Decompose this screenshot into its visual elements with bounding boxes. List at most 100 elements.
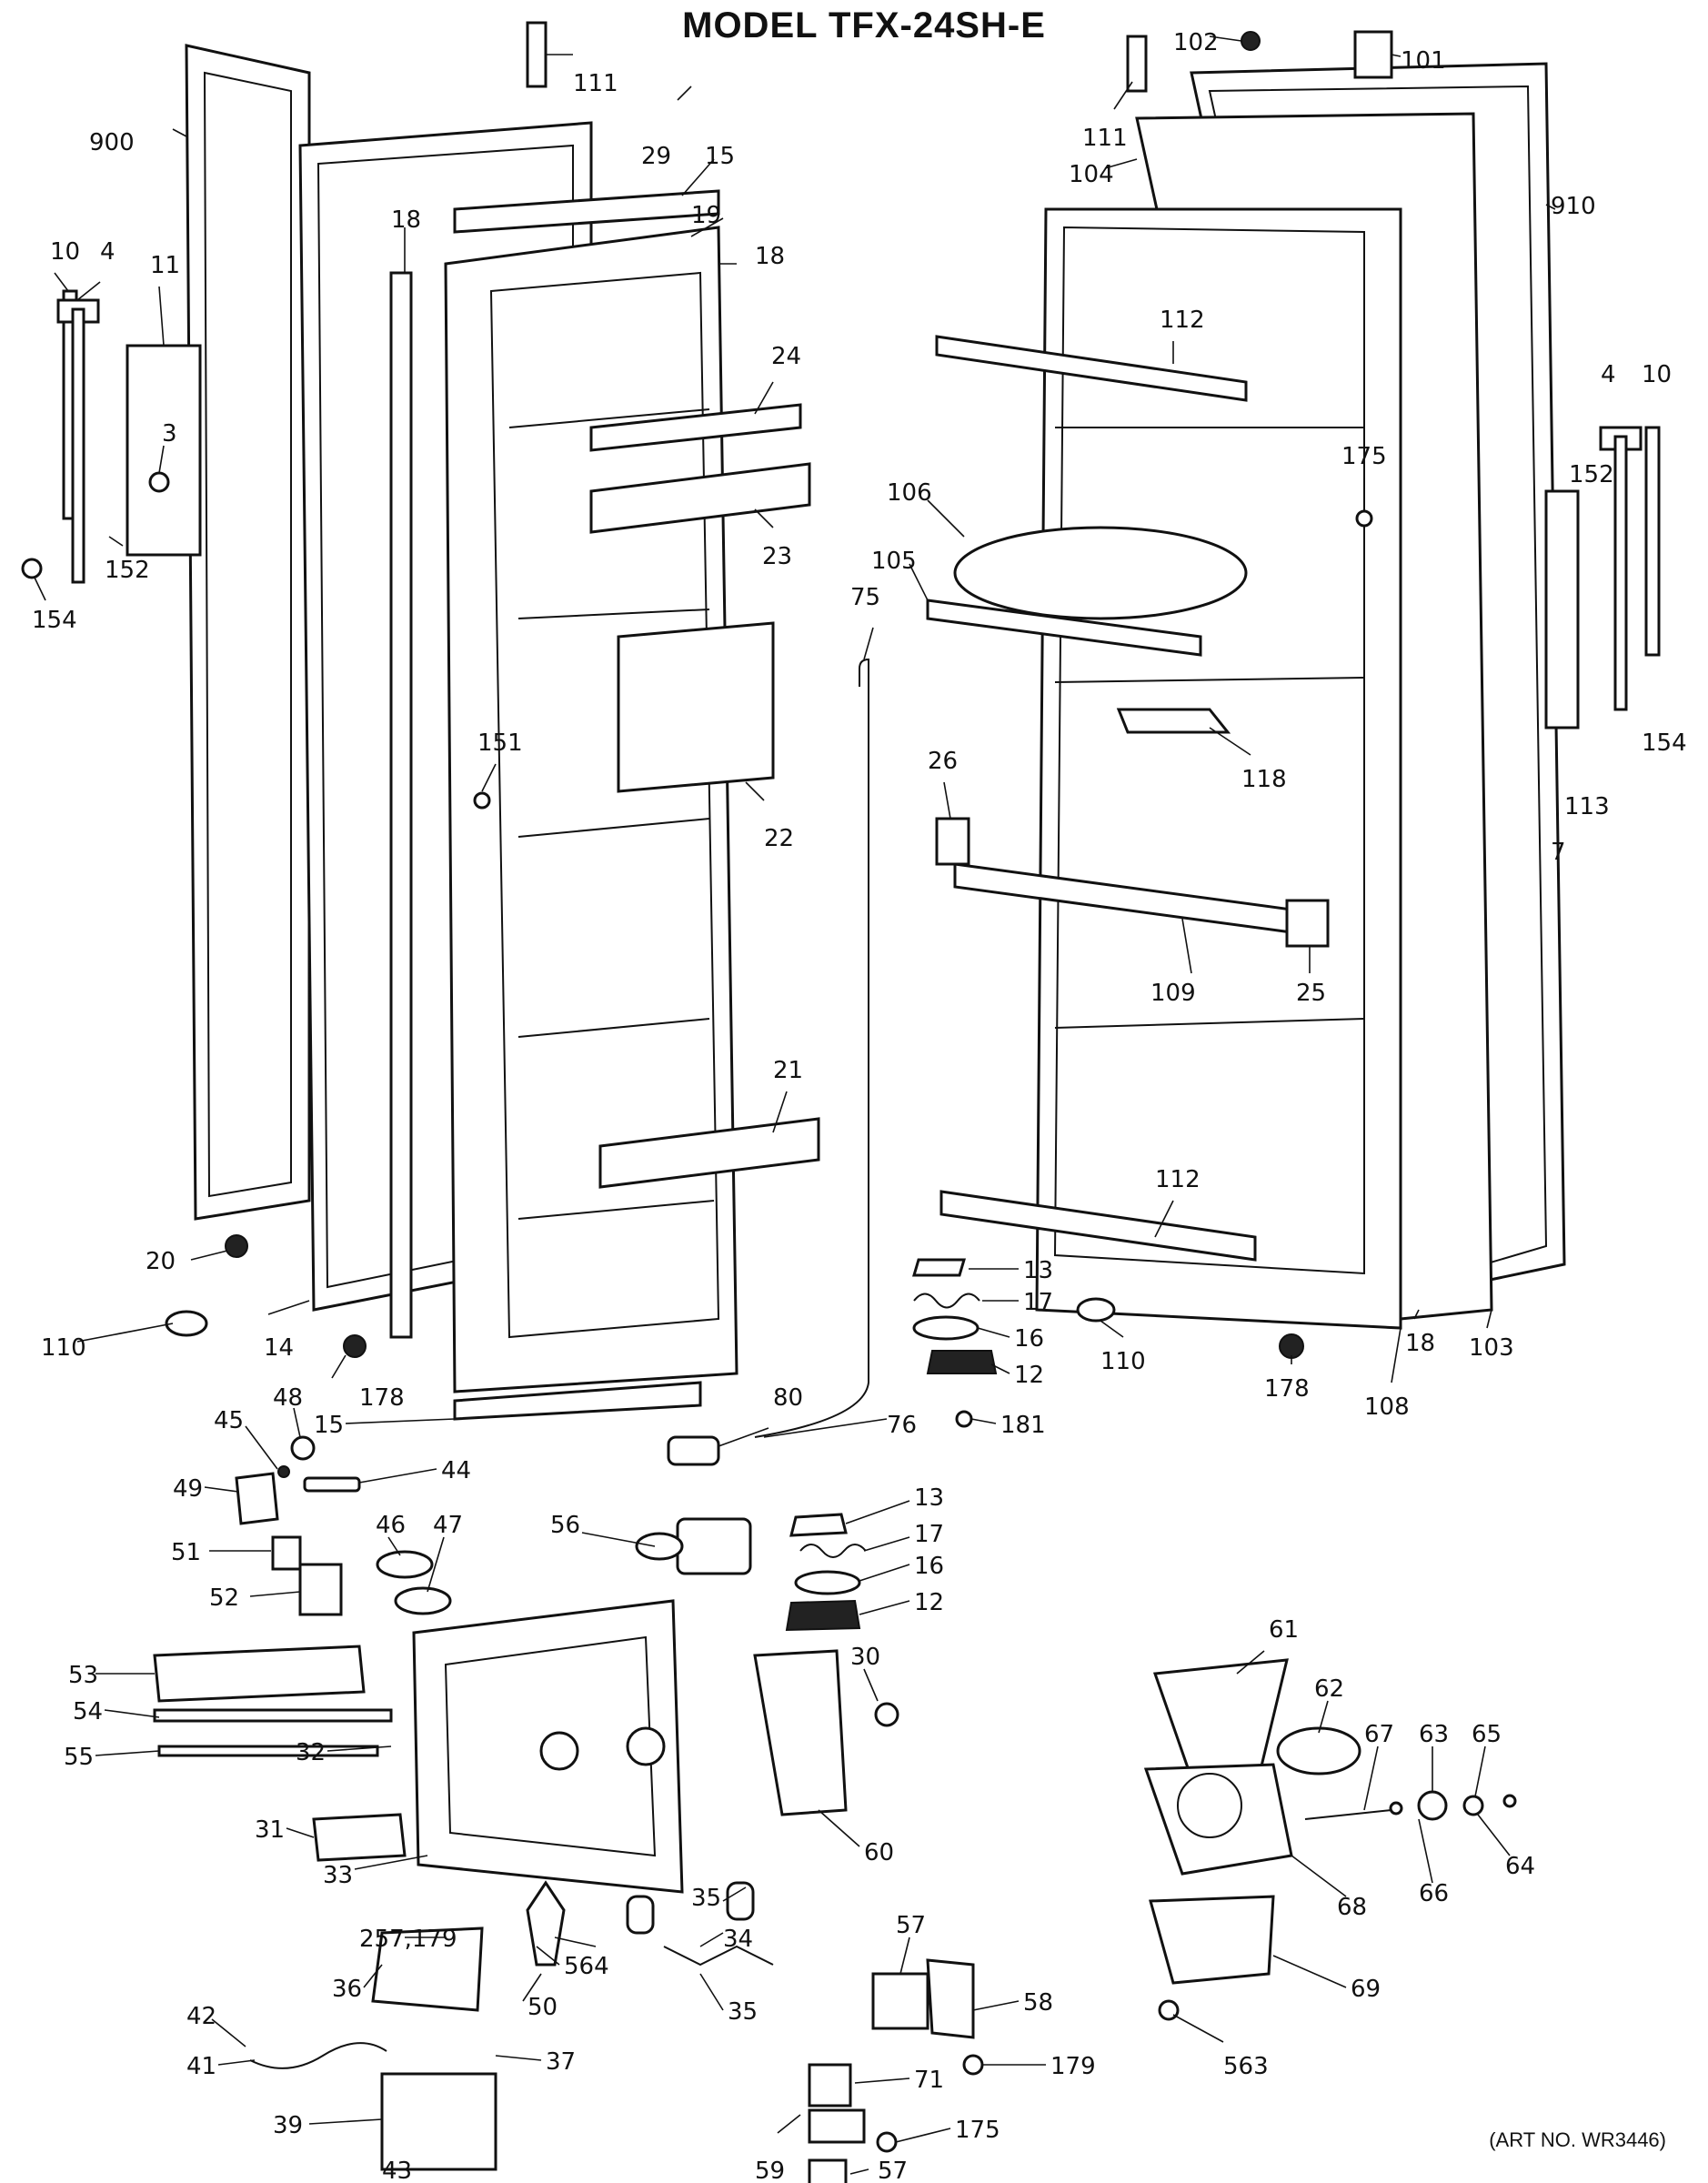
callout-label: 102: [1173, 29, 1219, 56]
callout-label: 178: [1264, 1375, 1310, 1403]
callout-label: 113: [1564, 793, 1610, 820]
callout-label: 58: [1023, 1989, 1053, 2017]
callout-label: 110: [41, 1334, 86, 1362]
callout-label: 76: [887, 1412, 917, 1439]
model-title: MODEL TFX-24SH-E: [682, 5, 1046, 45]
callout-label: 47: [433, 1512, 463, 1539]
callout-label: 106: [887, 479, 932, 507]
callout-label: 152: [1569, 461, 1614, 488]
freezer-door-hardware: [21, 289, 491, 1358]
callout-label: 112: [1155, 1166, 1201, 1193]
callout-label: 104: [1069, 161, 1114, 188]
callout-label: 175: [955, 2117, 1000, 2144]
callout-label: 101: [1401, 47, 1446, 75]
hinge-pin: [526, 21, 548, 88]
callout-label: 39: [273, 2112, 303, 2139]
callout-label: 30: [850, 1644, 880, 1671]
callout-label: 15: [314, 1412, 344, 1439]
callout-label: 16: [914, 1553, 944, 1580]
callout-label: 14: [264, 1334, 294, 1362]
ice-dispenser-assembly: [1143, 1658, 1517, 2021]
callout-label: 43: [382, 2158, 412, 2183]
callout-label: 35: [728, 1998, 758, 2026]
callout-label: 66: [1419, 1880, 1449, 1907]
callout-label: 22: [764, 825, 794, 852]
callout-label: 62: [1314, 1675, 1344, 1703]
callout-label: 179: [1050, 2053, 1096, 2080]
callout-label: 118: [1241, 766, 1287, 793]
callout-label: 16: [1014, 1325, 1044, 1353]
callout-label: 19: [691, 202, 721, 229]
callout-label: 18: [755, 243, 785, 270]
callout-label: 13: [914, 1484, 944, 1512]
callout-label: 35: [691, 1885, 721, 1912]
callout-label: 57: [878, 2158, 908, 2183]
callout-label: 103: [1469, 1334, 1514, 1362]
callout-label: 25: [1296, 980, 1326, 1007]
callout-label: 18: [1405, 1330, 1435, 1357]
callout-label: 53: [68, 1662, 98, 1689]
callout-label: 75: [850, 584, 880, 611]
callout-label: 910: [1551, 193, 1596, 220]
callout-label: 111: [1082, 125, 1128, 152]
callout-label: 23: [762, 543, 792, 570]
callout-label: 29: [641, 143, 671, 170]
callout-label: 12: [914, 1589, 944, 1616]
callout-label: 68: [1337, 1894, 1367, 1921]
callout-label: 154: [1642, 729, 1687, 757]
callout-labels: 900 111 29 15 19 18 18 10 4 11 3 152 154…: [32, 29, 1687, 2183]
art-number: (ART NO. WR3446): [1489, 2128, 1666, 2151]
callout-label: 108: [1364, 1393, 1410, 1421]
callout-label: 7: [1551, 839, 1566, 866]
callout-label: 32: [296, 1739, 326, 1766]
callout-label: 63: [1419, 1721, 1449, 1748]
dispenser-parts-left: [153, 1435, 452, 1862]
callout-label: 48: [273, 1384, 303, 1412]
hinge-parts-upper: [911, 1258, 998, 1428]
callout-label: 10: [1642, 361, 1672, 388]
callout-label: 152: [105, 557, 150, 584]
callout-label: 80: [773, 1384, 803, 1412]
fresh-food-shelves: [926, 335, 1293, 1262]
leader-lines: [34, 35, 1556, 2175]
water-tube: [754, 658, 869, 1438]
callout-label: 51: [171, 1539, 201, 1566]
callout-label: 56: [550, 1512, 580, 1539]
dispenser-housing: [412, 1599, 684, 1894]
callout-label: 60: [864, 1839, 894, 1866]
callout-label: 4: [100, 238, 116, 266]
callout-label: 50: [527, 1994, 558, 2021]
callout-label: 54: [73, 1698, 103, 1725]
callout-label: 20: [146, 1248, 176, 1275]
callout-label: 55: [64, 1744, 94, 1771]
callout-label: 151: [477, 729, 523, 757]
callout-label: 112: [1160, 307, 1205, 334]
callout-label: 15: [705, 143, 735, 170]
callout-label: 67: [1364, 1721, 1394, 1748]
callout-label: 154: [32, 607, 77, 634]
callout-label: 64: [1505, 1853, 1535, 1880]
callout-label: 17: [914, 1521, 944, 1548]
callout-label: 178: [359, 1384, 405, 1412]
callout-label: 36: [332, 1976, 362, 2003]
callout-label: 46: [376, 1512, 406, 1539]
callout-label: 34: [723, 1926, 753, 1953]
callout-label: 181: [1000, 1412, 1046, 1439]
callout-label: 12: [1014, 1362, 1044, 1389]
freezer-shelves: [453, 189, 820, 1421]
callout-label: 105: [871, 548, 917, 575]
callout-label: 10: [50, 238, 80, 266]
callout-label: 65: [1472, 1721, 1502, 1748]
freezer-door-liner: [444, 226, 738, 1393]
callout-label: 175: [1341, 443, 1387, 470]
callout-label: 563: [1223, 2053, 1269, 2080]
callout-label: 33: [323, 1862, 353, 1889]
callout-label: 3: [162, 420, 177, 448]
callout-label: 564: [564, 1953, 609, 1980]
callout-label: 26: [928, 748, 958, 775]
callout-label: 71: [914, 2067, 944, 2094]
callout-label: 42: [186, 2003, 216, 2030]
hinge-parts-lower: [785, 1513, 867, 1632]
callout-label: 21: [773, 1057, 803, 1084]
